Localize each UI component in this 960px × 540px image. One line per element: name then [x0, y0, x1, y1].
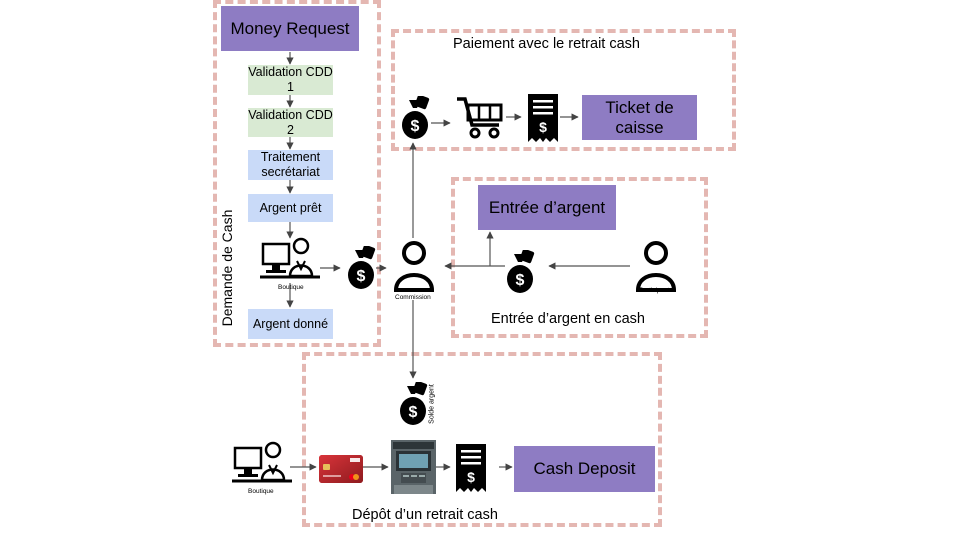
validation-cdd2-box: Validation CDD 2 — [248, 107, 333, 137]
paiement-title: Paiement avec le retrait cash — [453, 36, 640, 52]
money-bag-icon: $ — [402, 96, 430, 139]
money-bag-icon: $ — [348, 246, 376, 289]
boutique-label-top: Boutique — [278, 284, 304, 291]
credit-card-icon — [319, 455, 363, 483]
money-bag-icon: $ — [507, 250, 535, 293]
svg-text:$: $ — [409, 404, 418, 421]
participant-label: Participant — [639, 287, 670, 294]
cash-deposit-box: Cash Deposit — [514, 446, 655, 492]
person-icon — [635, 241, 677, 292]
entree-argent-box: Entrée d’argent — [478, 185, 616, 230]
money-bag-icon: $ — [400, 382, 428, 425]
commission-label: Commission — [395, 294, 431, 301]
svg-text:$: $ — [516, 272, 525, 289]
receipt-icon: $ — [528, 94, 558, 142]
argent-pret-box: Argent prêt — [248, 194, 333, 222]
shopping-cart-icon — [457, 97, 503, 139]
depot-title: Dépôt d’un retrait cash — [352, 507, 498, 523]
svg-text:$: $ — [357, 268, 366, 285]
shop-clerk-icon — [260, 237, 320, 279]
atm-icon — [391, 440, 436, 494]
argent-donne-box: Argent donné — [248, 309, 333, 339]
person-icon — [393, 241, 435, 292]
ticket-de-caisse-box: Ticket de caisse — [582, 95, 697, 140]
svg-text:$: $ — [467, 469, 475, 485]
region-entree-argent — [451, 177, 708, 338]
region-paiement — [391, 29, 736, 151]
entree-title: Entrée d’argent en cash — [491, 311, 645, 327]
svg-text:$: $ — [411, 118, 420, 135]
region-demande-de-cash — [213, 0, 381, 347]
region-depot — [302, 352, 662, 527]
svg-text:$: $ — [539, 119, 547, 135]
traitement-box: Traitement secrétariat — [248, 150, 333, 180]
validation-cdd1-box: Validation CDD 1 — [248, 65, 333, 95]
shop-clerk-icon — [232, 441, 292, 483]
receipt-icon: $ — [456, 444, 486, 492]
money-request-box: Money Request — [221, 6, 359, 51]
boutique-label-bottom: Boutique — [248, 488, 274, 495]
